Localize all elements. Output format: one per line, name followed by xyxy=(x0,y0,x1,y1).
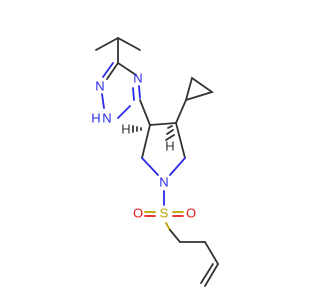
bond-c4-c5 xyxy=(204,263,219,287)
bond-n1-c5 xyxy=(117,105,131,119)
bond-c4-c5-double xyxy=(200,263,214,284)
bond-c1-c2 xyxy=(169,229,181,243)
bond-c4-c5 xyxy=(175,122,186,159)
atom-o-left: O xyxy=(133,205,143,220)
atom-h-stereo-right: H xyxy=(165,138,174,153)
atom-n-triazole-top: N xyxy=(95,78,104,93)
molecule-canvas: N N H N H H N S O O xyxy=(91,37,219,287)
bond-c5-n1 xyxy=(169,157,186,176)
bond-s-c1 xyxy=(165,222,171,231)
cyclopropyl-ring xyxy=(184,76,215,102)
bond-n2-n1 xyxy=(101,93,105,109)
atom-nh-hydrogen: H xyxy=(91,110,100,125)
structure-diagram: N N H N H H N S O O xyxy=(91,37,219,287)
bond-triazole-pyrrolidine xyxy=(139,99,151,126)
bond-c5-n4-double xyxy=(132,87,135,101)
bond-c4-cyclopropyl xyxy=(175,99,187,124)
atom-h-stereo-left: H xyxy=(121,121,130,136)
bond-c3-n4 xyxy=(117,62,137,76)
stereo-hash-right xyxy=(165,125,175,141)
bond-c3-c4 xyxy=(149,122,177,126)
atom-nh-triazole: N xyxy=(102,110,111,125)
bond-c3-n2-double xyxy=(102,62,114,78)
bond-c3-c4 xyxy=(204,241,219,265)
atom-n-pyrrolidine: N xyxy=(159,174,168,189)
atom-s-sulfonyl: S xyxy=(160,205,169,220)
bond-c2-n1 xyxy=(141,157,159,176)
bond-c3-c2 xyxy=(141,124,151,159)
bond-isopropyl-methyl-left xyxy=(95,37,119,51)
stereo-hash-left xyxy=(132,125,142,133)
bond-c3-n2 xyxy=(106,62,119,80)
atom-o-right: O xyxy=(186,205,196,220)
atom-n-triazole-right: N xyxy=(133,70,142,85)
bond-isopropyl-methyl-right xyxy=(117,37,141,51)
bond-c5-n4 xyxy=(138,85,141,99)
